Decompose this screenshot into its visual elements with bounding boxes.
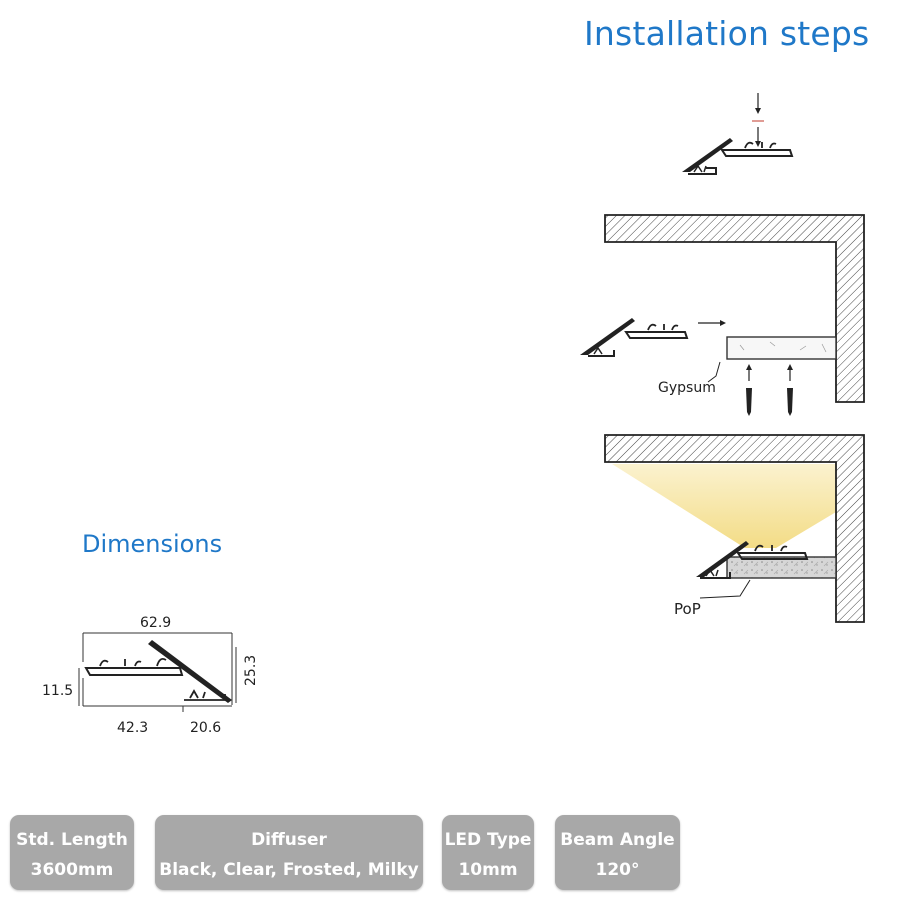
step3-installed-diagram: PoP xyxy=(604,434,865,623)
spec-beam-angle: Beam Angle 120° xyxy=(555,815,680,890)
dim-width-right: 20.6 xyxy=(190,720,221,736)
spec-std-length: Std. Length 3600mm xyxy=(10,815,134,890)
spec-diffuser-value: Black, Clear, Frosted, Milky xyxy=(159,860,419,880)
spec-std-length-label: Std. Length xyxy=(16,830,128,850)
spec-beam-angle-value: 120° xyxy=(595,860,640,880)
dim-height-left: 11.5 xyxy=(42,683,73,699)
spec-led-type: LED Type 10mm xyxy=(442,815,534,890)
spec-led-type-value: 10mm xyxy=(458,860,518,880)
spec-diffuser: Diffuser Black, Clear, Frosted, Milky xyxy=(155,815,423,890)
spec-diffuser-label: Diffuser xyxy=(251,830,327,850)
spec-beam-angle-label: Beam Angle xyxy=(560,830,675,850)
gypsum-label: Gypsum xyxy=(658,380,716,396)
dim-width-total: 62.9 xyxy=(140,615,171,631)
dim-width-left: 42.3 xyxy=(117,720,148,736)
dim-height-total: 25.3 xyxy=(243,655,259,686)
spec-std-length-value: 3600mm xyxy=(30,860,114,880)
dimensions-diagram: 62.9 25.3 11.5 42.3 20.6 xyxy=(42,615,259,736)
installation-steps-title: Installation steps xyxy=(584,14,870,53)
dimensions-title: Dimensions xyxy=(82,530,223,558)
step2-gypsum-diagram: Gypsum xyxy=(580,214,865,416)
pop-label: PoP xyxy=(674,600,701,618)
spec-led-type-label: LED Type xyxy=(444,830,532,850)
step1-profile-diagram xyxy=(682,93,794,175)
